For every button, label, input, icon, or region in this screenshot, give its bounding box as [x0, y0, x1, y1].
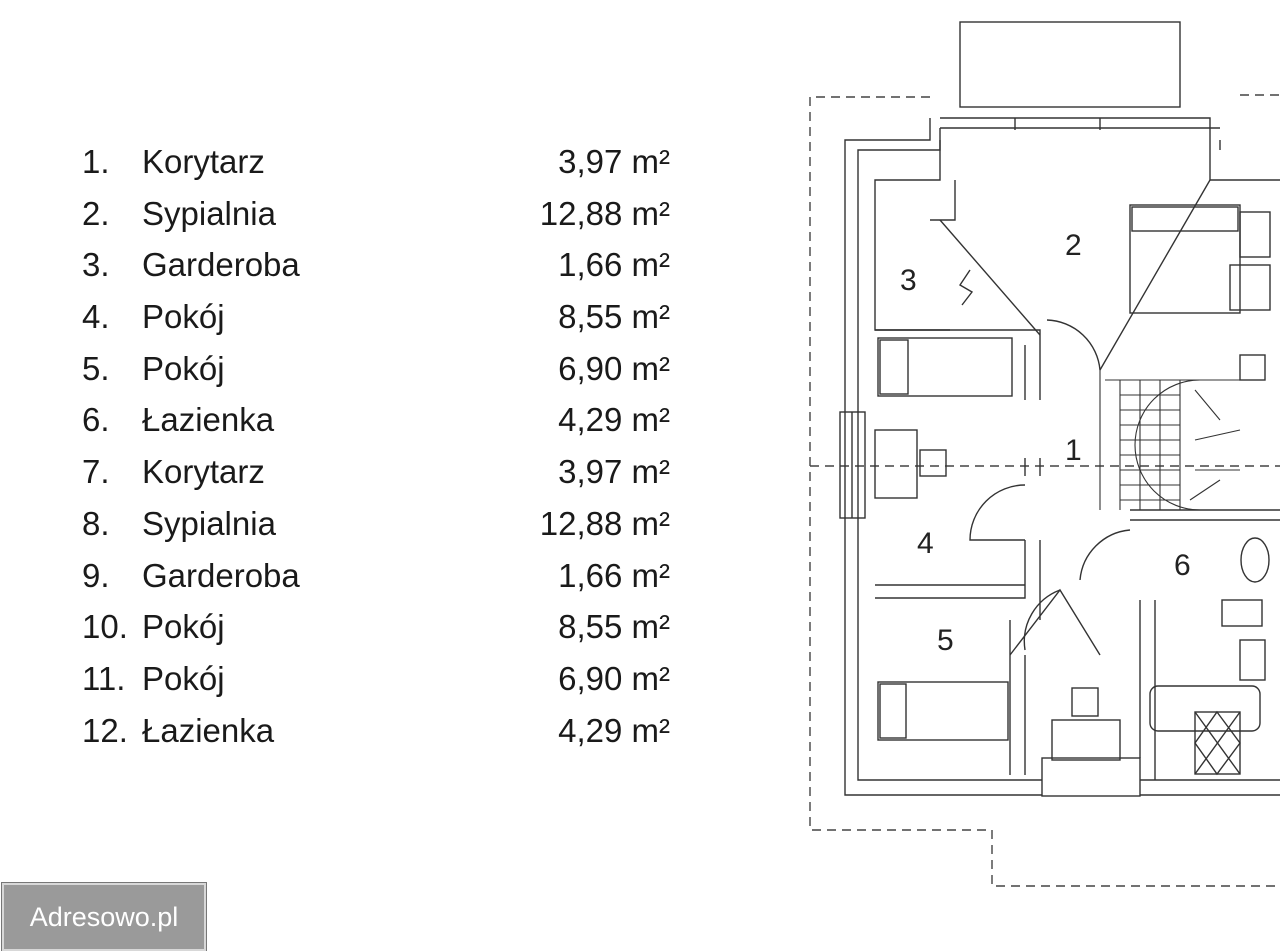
- room-row: 4. Pokój 8,55 m²: [82, 291, 682, 343]
- plan-label-4: 4: [917, 527, 934, 560]
- plan-label-5: 5: [937, 624, 954, 657]
- bed-room-5: [877, 681, 1009, 741]
- room-number: 11.: [82, 659, 126, 697]
- floor-plan: 1 2 3 4 5 6: [809, 21, 1280, 887]
- outer-walls: [844, 117, 1280, 797]
- room-row: 2. Sypialnia 12,88 m²: [82, 188, 682, 240]
- wardrobe-door: [959, 269, 974, 306]
- room-name: Korytarz: [142, 453, 265, 491]
- room-row: 9. Garderoba 1,66 m²: [82, 550, 682, 602]
- room-name: Garderoba: [142, 556, 300, 594]
- desk-room-4: [874, 429, 947, 499]
- plan-label-2: 2: [1065, 229, 1082, 262]
- room-list: 1. Korytarz 3,97 m² 2. Sypialnia 12,88 m² 3.…: [82, 136, 682, 756]
- watermark-logo: Adresowo.pl: [2, 883, 206, 951]
- room-number: 8.: [82, 504, 110, 542]
- room-row: 12. Łazienka 4,29 m²: [82, 705, 682, 757]
- room-area: 1,66 m²: [558, 246, 670, 284]
- room-area: 12,88 m²: [539, 194, 670, 232]
- room-name: Sypialnia: [142, 504, 276, 542]
- room-name: Pokój: [142, 298, 225, 336]
- room-area: 12,88 m²: [539, 504, 670, 542]
- room-number: 6.: [82, 401, 110, 439]
- room-area: 3,97 m²: [558, 143, 670, 180]
- room-area: 8,55 m²: [558, 298, 670, 336]
- room-row: 11. Pokój 6,90 m²: [82, 653, 682, 705]
- room-number: 2.: [82, 194, 110, 232]
- room-number: 1.: [82, 143, 110, 180]
- room-area: 6,90 m²: [558, 349, 670, 387]
- room-row: 1. Korytarz 3,97 m²: [82, 136, 682, 188]
- room-row: 3. Garderoba 1,66 m²: [82, 239, 682, 291]
- room-number: 10.: [82, 608, 128, 646]
- doors: [969, 319, 1131, 656]
- room-area: 6,90 m²: [558, 659, 670, 697]
- room-area: 1,66 m²: [558, 556, 670, 594]
- room-row: 10. Pokój 8,55 m²: [82, 601, 682, 653]
- room-name: Garderoba: [142, 246, 300, 284]
- room-area: 4,29 m²: [558, 711, 670, 749]
- room-area: 4,29 m²: [558, 401, 670, 439]
- interior-walls: [874, 140, 1280, 780]
- room-name: Pokój: [142, 608, 225, 646]
- room-row: 8. Sypialnia 12,88 m²: [82, 498, 682, 550]
- desk-room-5: [1051, 687, 1121, 761]
- room-area: 8,55 m²: [558, 608, 670, 646]
- room-row: 7. Korytarz 3,97 m²: [82, 446, 682, 498]
- room-number: 9.: [82, 556, 110, 594]
- roof-outline: [809, 94, 1280, 887]
- balcony: [959, 21, 1181, 108]
- room-name: Pokój: [142, 349, 225, 387]
- room-2-diagonals: [930, 179, 1211, 371]
- room-name: Łazienka: [142, 401, 275, 439]
- room-area: 3,97 m²: [558, 453, 670, 491]
- bed-room-4: [877, 337, 1013, 397]
- room-number: 3.: [82, 246, 110, 284]
- left-window: [839, 411, 866, 519]
- bathroom-fixtures: [1149, 211, 1271, 776]
- room-name: Łazienka: [142, 711, 275, 749]
- room-name: Sypialnia: [142, 194, 276, 232]
- room-row: 6. Łazienka 4,29 m²: [82, 394, 682, 446]
- plan-label-1: 1: [1065, 434, 1082, 467]
- room-number: 5.: [82, 349, 110, 387]
- room-row: 5. Pokój 6,90 m²: [82, 343, 682, 395]
- plan-label-3: 3: [900, 264, 917, 297]
- room-number: 12.: [82, 711, 128, 749]
- room-name: Korytarz: [142, 143, 265, 180]
- room-number: 7.: [82, 453, 110, 491]
- plan-label-6: 6: [1174, 549, 1191, 582]
- stairs: [1099, 370, 1241, 511]
- room-number: 4.: [82, 298, 110, 336]
- room-name: Pokój: [142, 659, 225, 697]
- bed-room-2: [1129, 204, 1241, 314]
